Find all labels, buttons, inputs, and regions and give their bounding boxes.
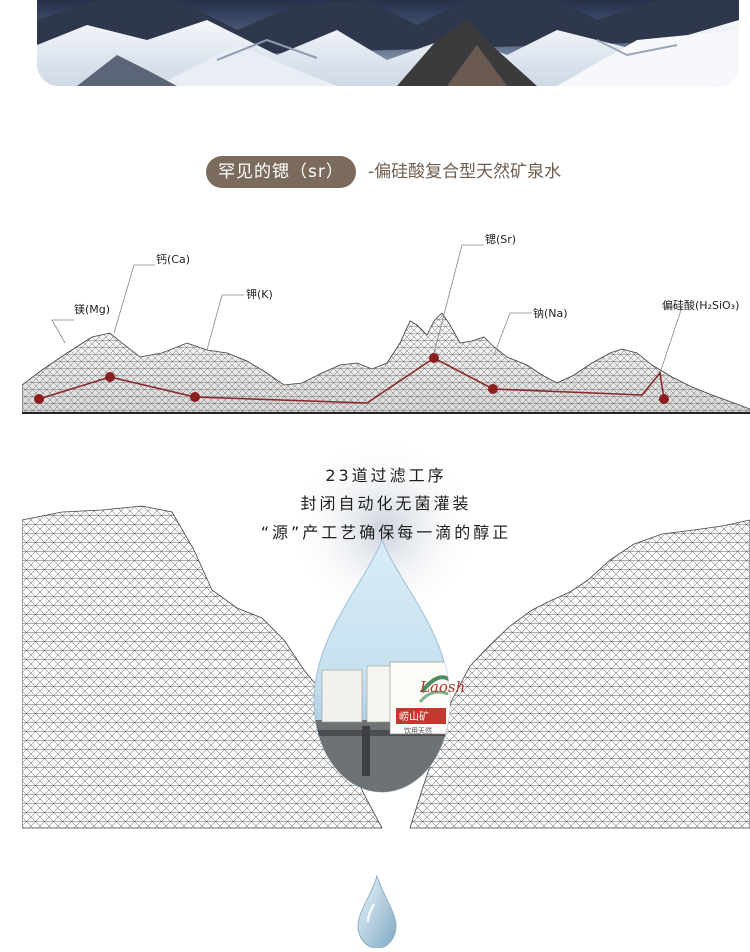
leader-line-sr bbox=[433, 244, 484, 354]
bottling-line-scene bbox=[314, 661, 450, 792]
box-label-text: 崂山矿 bbox=[399, 710, 429, 723]
mineral-label-h2sio3: 偏硅酸(H₂SiO₃) bbox=[662, 299, 740, 312]
leader-line-mg bbox=[51, 319, 74, 344]
filtration-line-2: 封闭自动化无菌灌装 bbox=[300, 494, 472, 513]
mountain-wireframe bbox=[21, 244, 750, 414]
marker-sr bbox=[429, 353, 439, 363]
headline-subtitle: -偏硅酸复合型天然矿泉水 bbox=[368, 162, 562, 182]
filtration-line-1: 23道过滤工序 bbox=[325, 466, 447, 485]
leader-line-k bbox=[206, 294, 244, 351]
filtration-section: Laosh 崂山矿 饮用天然 23道过滤工序 封闭自动化无菌灌装 “源”产工艺确… bbox=[21, 430, 750, 832]
marker-k bbox=[190, 392, 200, 402]
marker-ca bbox=[105, 372, 115, 382]
mineral-label-ca: 钙(Ca) bbox=[156, 253, 191, 266]
wireframe-valley: Laosh 崂山矿 饮用天然 bbox=[21, 435, 750, 829]
leader-line-h2sio3 bbox=[659, 306, 683, 374]
mineral-label-sr: 锶(Sr) bbox=[485, 233, 517, 246]
mineral-mountain-diagram: 镁(Mg) 钙(Ca) 钾(K) 锶(Sr) 钠(Na) 偏硅酸(H₂SiO₃) bbox=[21, 225, 750, 417]
box-sublabel-text: 饮用天然 bbox=[404, 726, 432, 735]
marker-mg bbox=[34, 394, 44, 404]
brand-script-text: Laosh bbox=[419, 678, 465, 696]
filtration-line-3: “源”产工艺确保每一滴的醇正 bbox=[260, 523, 512, 542]
leader-line-ca bbox=[113, 264, 155, 334]
mineral-label-mg: 镁(Mg) bbox=[74, 303, 111, 316]
headline-pill: 罕见的锶（sr） bbox=[206, 156, 356, 188]
leader-line-na bbox=[493, 312, 532, 356]
marker-h2sio3 bbox=[659, 394, 669, 404]
mineral-label-k: 钾(K) bbox=[246, 288, 273, 301]
water-drop-icon bbox=[354, 874, 400, 949]
marker-na bbox=[488, 384, 498, 394]
mineral-label-na: 钠(Na) bbox=[533, 307, 568, 320]
hero-banner-snow-mountains bbox=[37, 0, 739, 86]
